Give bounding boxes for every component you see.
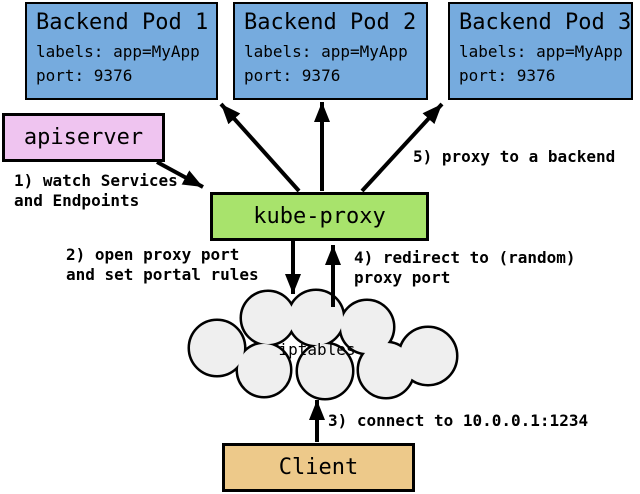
pod-port: port: 9376 (459, 66, 556, 85)
kube-proxy-label: kube-proxy (253, 204, 386, 229)
iptables-label: iptables (278, 340, 356, 359)
pod-port: port: 9376 (36, 66, 133, 85)
iptables-cloud (187, 288, 459, 401)
annotation-step1-line1: 1) watch Services (14, 171, 178, 190)
pod-title: Backend Pod 2 (244, 10, 417, 35)
pod-labels: labels: app=MyApp (459, 42, 623, 61)
client-label: Client (278, 455, 359, 480)
annotation-step4-line2: proxy port (354, 268, 451, 287)
kube-proxy-box: kube-proxy (210, 192, 429, 241)
arrow-5c-kube-proxy-to-pod-3 (360, 102, 444, 193)
backend-pod-3: Backend Pod 3 labels: app=MyApp port: 93… (448, 2, 633, 100)
annotation-step3: 3) connect to 10.0.0.1:1234 (328, 411, 589, 430)
apiserver-label: apiserver (23, 125, 144, 150)
annotation-step1-line2: and Endpoints (14, 191, 140, 210)
pod-title: Backend Pod 1 (36, 10, 209, 35)
annotation-step4-line1: 4) redirect to (random) (354, 248, 576, 267)
annotation-step1: 1) watch Services and Endpoints (14, 171, 178, 211)
pod-port: port: 9376 (244, 66, 341, 85)
annotation-step5: 5) proxy to a backend (413, 147, 616, 166)
annotation-step4: 4) redirect to (random) proxy port (354, 248, 576, 288)
pod-labels: labels: app=MyApp (36, 42, 200, 61)
annotation-step2-line2: and set portal rules (66, 265, 259, 284)
backend-pod-2: Backend Pod 2 labels: app=MyApp port: 93… (233, 2, 428, 100)
pod-labels: labels: app=MyApp (244, 42, 408, 61)
annotation-step2: 2) open proxy port and set portal rules (66, 245, 259, 285)
pod-title: Backend Pod 3 (459, 10, 632, 35)
backend-pod-1: Backend Pod 1 labels: app=MyApp port: 93… (25, 2, 218, 100)
client-box: Client (222, 443, 415, 492)
arrow-5a-kube-proxy-to-pod-1 (219, 102, 301, 193)
apiserver-box: apiserver (2, 113, 165, 162)
annotation-step2-line1: 2) open proxy port (66, 245, 240, 264)
arrow-1-apiserver-to-kube-proxy (156, 160, 204, 189)
